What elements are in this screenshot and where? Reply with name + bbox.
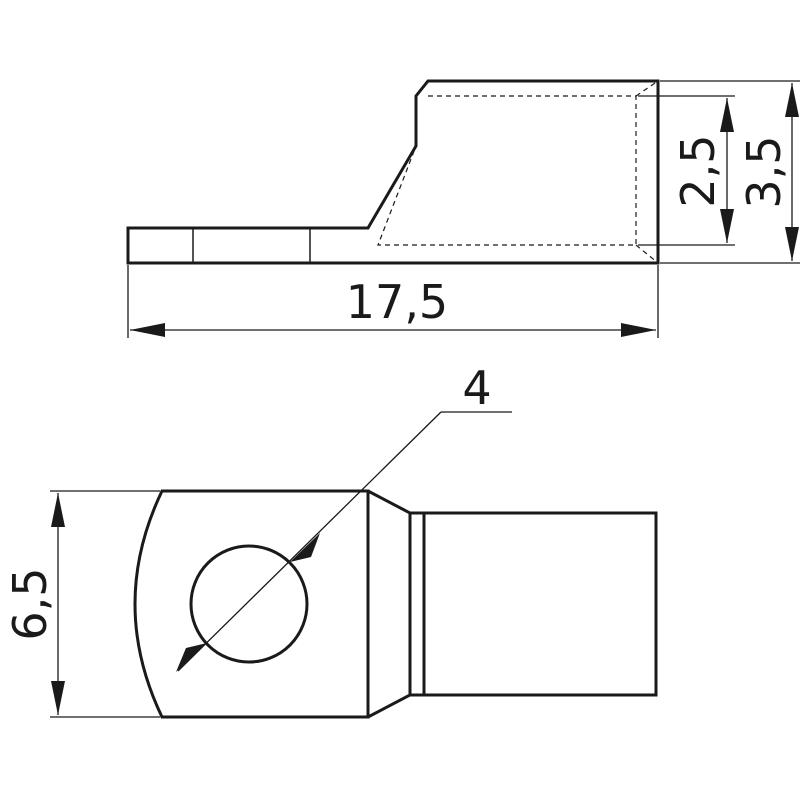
barrel-corner-hidden-line-top: [635, 80, 659, 97]
top-view: [133, 489, 658, 719]
arrow-bottom: [720, 209, 734, 243]
arrow-lower: [176, 643, 207, 672]
barrel-corner-hidden-line-bottom: [635, 244, 659, 264]
arrow-top: [720, 98, 734, 132]
hole-diameter-dimension: 4: [176, 361, 512, 672]
arrow-bottom: [51, 681, 65, 715]
arrow-top: [51, 493, 65, 527]
arrow-left: [130, 323, 165, 337]
arrow-bottom: [785, 227, 799, 261]
side-view: [126, 79, 660, 265]
arrow-right: [621, 323, 656, 337]
outer-height-label: 3,5: [737, 135, 791, 208]
width-dimension: 6,5: [3, 490, 160, 718]
palm-outline: [133, 489, 370, 719]
inner-height-dimension: 2,5: [638, 95, 735, 246]
length-dimension: 17,5: [127, 265, 659, 338]
stud-hole: [189, 544, 309, 664]
arrow-top: [785, 83, 799, 117]
transition-outline: [367, 489, 412, 719]
width-label: 6,5: [3, 567, 57, 640]
barrel-outline: [422, 511, 658, 697]
length-label: 17,5: [346, 275, 448, 329]
inner-height-label: 2,5: [671, 134, 725, 207]
leader-line: [177, 411, 442, 672]
barrel-bore-hidden-line: [377, 95, 637, 246]
hole-diameter-label: 4: [462, 361, 491, 415]
outer-height-dimension: 3,5: [660, 80, 800, 264]
side-view-outline: [126, 79, 660, 265]
arrow-upper: [290, 533, 320, 562]
